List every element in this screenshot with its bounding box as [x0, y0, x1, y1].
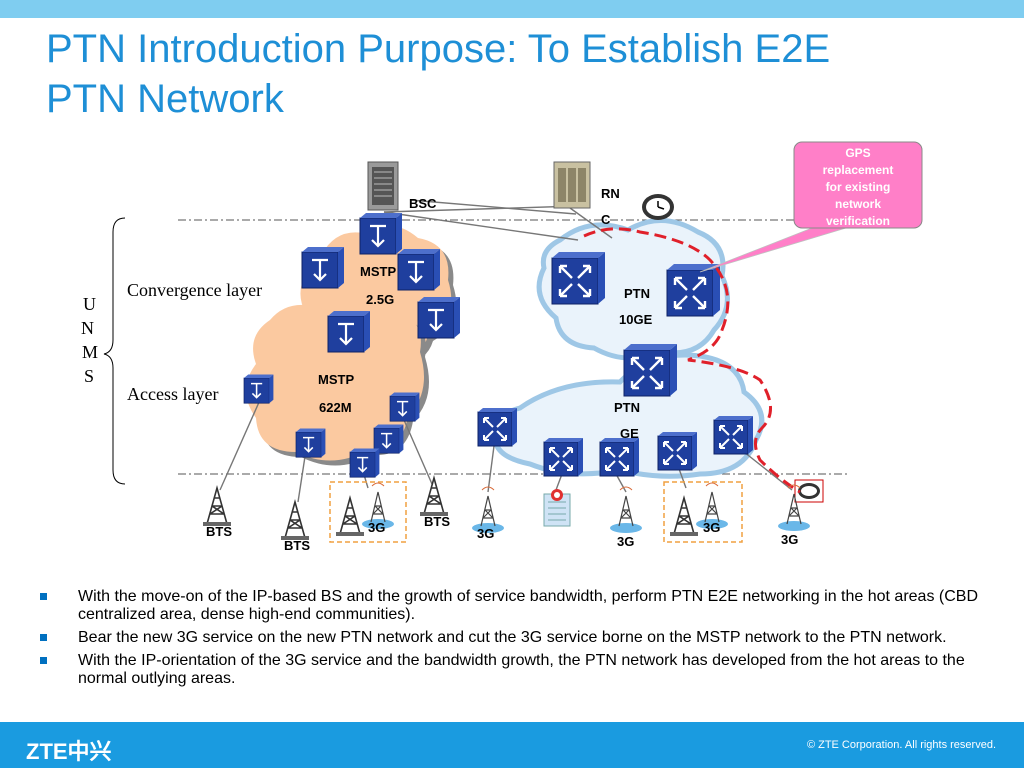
- bts-tower-icon: [280, 501, 310, 541]
- ptn-ge-label-1: PTN: [614, 400, 640, 415]
- bullet-text: With the move-on of the IP-based BS and …: [78, 588, 978, 623]
- bsc-server-icon: [367, 161, 399, 211]
- ptn-router: [599, 437, 640, 477]
- gps-callout-text: network: [835, 197, 881, 211]
- bts-label: BTS: [424, 514, 450, 529]
- network-diagram: BSC RN C MSTP 2.5G MSTP 622M PTN 10GE PT…: [81, 141, 923, 553]
- rnc-label-2: C: [601, 212, 611, 227]
- convergence-layer-label: Convergence layer: [127, 280, 262, 300]
- bts-tower-icon: [419, 477, 449, 517]
- mstp-25g-label-2: 2.5G: [366, 292, 394, 307]
- threeg-label: 3G: [477, 526, 494, 541]
- ptn-router: [665, 262, 722, 318]
- zte-logo: ZTE中兴: [26, 739, 112, 764]
- bullet-text: Bear the new 3G service on the new PTN n…: [78, 629, 947, 646]
- mstp-router: [295, 427, 327, 458]
- mstp-router: [396, 247, 442, 292]
- bts-label: BTS: [206, 524, 232, 539]
- mstp-router: [326, 309, 372, 354]
- ptn-router: [657, 431, 698, 471]
- bullet-square-icon: [40, 634, 47, 641]
- clock-icon-small: [794, 479, 824, 503]
- threeg-label: 3G: [781, 532, 798, 547]
- title-line-2: PTN Network: [46, 77, 284, 121]
- mstp-router: [389, 391, 421, 422]
- ptn-10ge-label-1: PTN: [624, 286, 650, 301]
- gps-callout-text: replacement: [823, 163, 894, 177]
- mstp-router: [349, 447, 381, 478]
- threeg-label: 3G: [368, 520, 385, 535]
- mstp-router: [416, 295, 462, 340]
- ptn-router: [543, 437, 584, 477]
- bts-tower-icon: [669, 497, 699, 537]
- mstp-622m-label-2: 622M: [319, 400, 352, 415]
- top-bar: [0, 0, 1024, 18]
- gps-callout-box: [793, 141, 923, 229]
- bullet-item: With the move-on of the IP-based BS and …: [40, 588, 990, 624]
- bullet-item: Bear the new 3G service on the new PTN n…: [40, 629, 990, 647]
- unms-letter: U: [83, 294, 96, 314]
- bullet-square-icon: [40, 657, 47, 664]
- rnc-server-icon: [553, 161, 591, 209]
- ptn-router: [713, 415, 754, 455]
- mstp-router: [243, 373, 275, 404]
- bsc-label: BSC: [409, 196, 437, 211]
- mstp-router: [358, 211, 404, 256]
- ptn-router: [622, 342, 679, 398]
- links: [219, 199, 793, 503]
- ptn-ge-label-2: GE: [620, 426, 639, 441]
- building-icon: [543, 489, 571, 527]
- threeg-label: 3G: [703, 520, 720, 535]
- bts-tower-icon: [202, 487, 232, 527]
- footer-bar: [0, 722, 1024, 768]
- page-title: PTN Introduction Purpose: To Establish E…: [46, 24, 1006, 124]
- rnc-label-1: RN: [601, 186, 620, 201]
- bullet-text: With the IP-orientation of the 3G servic…: [78, 652, 965, 687]
- threeg-tower-icon: [609, 486, 643, 534]
- bts-tower-icon: [335, 497, 365, 537]
- copyright-text: © ZTE Corporation. All rights reserved.: [806, 739, 996, 751]
- gps-ring: [583, 227, 801, 494]
- mstp-router: [300, 245, 346, 290]
- unms-letter: N: [81, 318, 94, 338]
- mstp-25g-label-1: MSTP: [360, 264, 396, 279]
- title-line-1: PTN Introduction Purpose: To Establish E…: [46, 27, 831, 71]
- bullet-square-icon: [40, 593, 47, 600]
- bts-label: BTS: [284, 538, 310, 553]
- threeg-label: 3G: [617, 534, 634, 549]
- unms-brace: [103, 217, 126, 485]
- unms-letter: M: [82, 342, 98, 362]
- access-layer-label: Access layer: [127, 384, 218, 404]
- bullet-item: With the IP-orientation of the 3G servic…: [40, 652, 990, 688]
- ptn-10ge-label-2: 10GE: [619, 312, 653, 327]
- bullet-list: With the move-on of the IP-based BS and …: [40, 588, 990, 693]
- ptn-router: [550, 250, 607, 306]
- gps-callout-text: GPS: [845, 146, 870, 160]
- ptn-router: [477, 407, 518, 447]
- gps-callout-text: for existing: [826, 180, 891, 194]
- unms-letter: S: [84, 366, 94, 386]
- hotspot-box: [329, 481, 407, 543]
- clock-icon: [642, 194, 674, 220]
- gps-callout-text: verification: [826, 214, 890, 228]
- hotspot-box: [663, 481, 743, 543]
- mstp-622m-label-1: MSTP: [318, 372, 354, 387]
